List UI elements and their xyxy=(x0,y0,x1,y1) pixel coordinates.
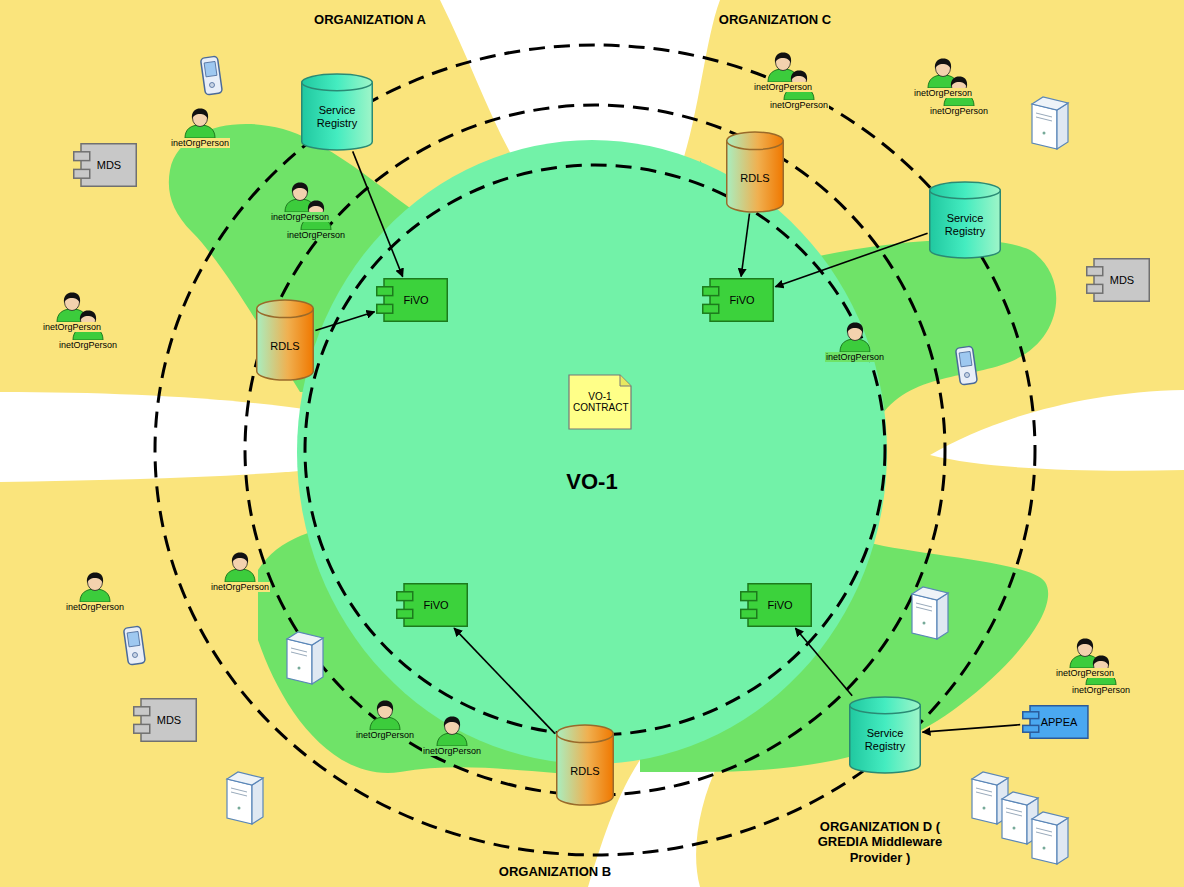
person-label: inetOrgPerson xyxy=(1055,668,1115,678)
person-label: inetOrgPerson xyxy=(753,82,813,92)
person-label: inetOrgPerson xyxy=(1071,685,1131,695)
mds-component: MDS xyxy=(1086,258,1150,302)
mobile-device-icons xyxy=(123,56,977,665)
person-label: inetOrgPerson xyxy=(210,582,270,592)
mds-component: MDS xyxy=(73,143,137,187)
person-label: inetOrgPerson xyxy=(286,230,346,240)
fivo-component: FiVO xyxy=(740,583,812,627)
person-figure xyxy=(223,552,257,582)
arrow-connector xyxy=(775,233,927,287)
person-icon: inetOrgPerson xyxy=(421,716,483,756)
node-label: FiVO xyxy=(729,294,754,307)
vo-title: VO-1 xyxy=(566,469,617,495)
node-label: FiVO xyxy=(423,599,448,612)
arrow-connector xyxy=(741,213,749,276)
rdls-cylinder: RDLS xyxy=(256,300,314,380)
rdls-cylinder: RDLS xyxy=(726,132,784,212)
node-label: MDS xyxy=(157,714,181,727)
person-figure xyxy=(368,700,402,730)
contract-document: VO-1 CONTRACT xyxy=(568,374,632,430)
person-label: inetOrgPerson xyxy=(58,340,118,350)
node-label: MDS xyxy=(1110,274,1134,287)
service-registry-cylinder: Service Registry xyxy=(929,182,1001,258)
node-label: RDLS xyxy=(270,340,299,353)
appea-component: APPEA xyxy=(1022,705,1089,739)
fivo-component: FiVO xyxy=(376,278,448,322)
person-icon: inetOrgPerson xyxy=(209,552,271,592)
node-label: FiVO xyxy=(767,599,792,612)
person-label: inetOrgPerson xyxy=(422,746,482,756)
person-icon: inetOrgPerson xyxy=(912,58,974,98)
organization-label: ORGANIZATION B xyxy=(499,864,611,880)
person-figure xyxy=(838,322,872,352)
node-label: RDLS xyxy=(740,172,769,185)
organization-label: ORGANIZATION C xyxy=(719,12,831,28)
service-registry-cylinder: Service Registry xyxy=(849,697,921,773)
fivo-component: FiVO xyxy=(396,583,468,627)
mds-component: MDS xyxy=(133,698,197,742)
node-label: Service Registry xyxy=(935,212,995,237)
vo-region xyxy=(297,140,887,764)
node-label: RDLS xyxy=(570,765,599,778)
person-label: inetOrgPerson xyxy=(42,322,102,332)
organization-label: ORGANIZATION D ( GREDIA Middleware Provi… xyxy=(795,819,965,866)
person-icon: inetOrgPerson xyxy=(41,292,103,332)
arrow-connector xyxy=(315,312,374,331)
arrow-connector xyxy=(353,151,403,276)
node-label: MDS xyxy=(97,159,121,172)
person-label: inetOrgPerson xyxy=(355,730,415,740)
person-icon: inetOrgPerson xyxy=(64,572,126,612)
arrow-connector xyxy=(922,725,1020,732)
server-icons xyxy=(227,97,1068,864)
person-icon: inetOrgPerson xyxy=(752,52,814,92)
person-figure xyxy=(78,572,112,602)
person-label: inetOrgPerson xyxy=(170,138,230,148)
vo-boundary-rings xyxy=(155,45,1035,855)
person-icon: inetOrgPerson xyxy=(824,322,886,362)
service-registry-cylinder: Service Registry xyxy=(301,74,373,150)
node-label: FiVO xyxy=(403,294,428,307)
person-icon: inetOrgPerson xyxy=(169,108,231,148)
fivo-component: FiVO xyxy=(702,278,774,322)
node-label: Service Registry xyxy=(307,104,367,129)
person-figure xyxy=(435,716,469,746)
person-figure xyxy=(183,108,217,138)
person-label: inetOrgPerson xyxy=(825,352,885,362)
organization-share xyxy=(169,124,1056,775)
organization-label: ORGANIZATION A xyxy=(314,12,426,28)
person-label: inetOrgPerson xyxy=(270,212,330,222)
person-icon: inetOrgPerson xyxy=(354,700,416,740)
node-label: APPEA xyxy=(1041,716,1078,729)
arrow-connector xyxy=(454,628,555,734)
person-label: inetOrgPerson xyxy=(913,88,973,98)
rdls-cylinder: RDLS xyxy=(556,725,614,805)
person-icon: inetOrgPerson xyxy=(269,182,331,222)
person-label: inetOrgPerson xyxy=(769,100,829,110)
node-label: VO-1 CONTRACT xyxy=(573,391,627,414)
node-label: Service Registry xyxy=(855,727,915,752)
person-label: inetOrgPerson xyxy=(65,602,125,612)
person-label: inetOrgPerson xyxy=(929,106,989,116)
arrow-connector xyxy=(795,628,852,696)
